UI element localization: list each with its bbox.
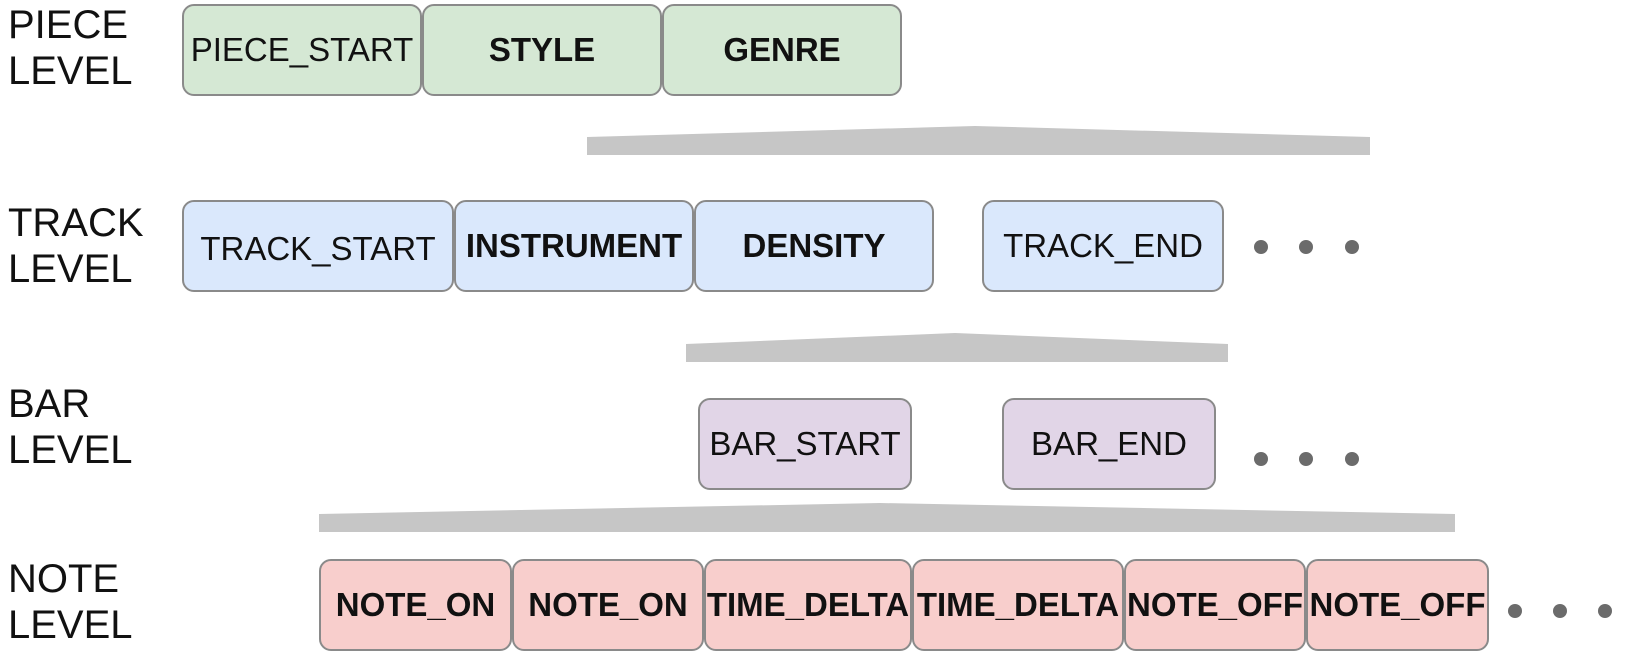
dot-icon — [1553, 604, 1567, 618]
dot-icon — [1508, 604, 1522, 618]
dot-icon — [1299, 240, 1313, 254]
token-note-off-2: NOTE_OFF — [1306, 559, 1489, 651]
token-genre: GENRE — [662, 4, 902, 96]
level-label-track-line1: TRACK — [8, 201, 144, 245]
token-track-start: TRACK_START — [182, 200, 454, 292]
level-label-note: NOTE LEVEL — [8, 556, 133, 648]
token-track-end: TRACK_END — [982, 200, 1224, 292]
level-label-piece-line1: PIECE — [8, 3, 129, 47]
dot-icon — [1345, 240, 1359, 254]
token-note-off-1: NOTE_OFF — [1124, 559, 1306, 651]
dot-icon — [1254, 452, 1268, 466]
dot-icon — [1254, 240, 1268, 254]
dot-icon — [1598, 604, 1612, 618]
expander-bar-to-note — [319, 503, 1455, 532]
token-style: STYLE — [422, 4, 662, 96]
level-label-piece-line2: LEVEL — [8, 49, 133, 93]
expander-piece-to-track — [587, 126, 1370, 155]
token-note-on-2: NOTE_ON — [512, 559, 704, 651]
level-label-bar-line1: BAR — [8, 382, 91, 426]
token-time-delta-2: TIME_DELTA — [912, 559, 1124, 651]
expander-track-to-bar — [686, 333, 1228, 362]
token-bar-end: BAR_END — [1002, 398, 1216, 490]
dot-icon — [1345, 452, 1359, 466]
level-label-track-line2: LEVEL — [8, 247, 133, 291]
token-instrument: INSTRUMENT — [454, 200, 694, 292]
token-bar-start: BAR_START — [698, 398, 912, 490]
level-label-piece: PIECE LEVEL — [8, 2, 133, 94]
level-label-note-line1: NOTE — [8, 557, 120, 601]
level-label-note-line2: LEVEL — [8, 603, 133, 647]
dot-icon — [1299, 452, 1313, 466]
level-label-track: TRACK LEVEL — [8, 200, 144, 292]
token-density: DENSITY — [694, 200, 934, 292]
level-label-bar: BAR LEVEL — [8, 381, 133, 473]
level-label-bar-line2: LEVEL — [8, 428, 133, 472]
token-time-delta-1: TIME_DELTA — [704, 559, 912, 651]
token-piece-start: PIECE_START — [182, 4, 422, 96]
token-note-on-1: NOTE_ON — [319, 559, 512, 651]
